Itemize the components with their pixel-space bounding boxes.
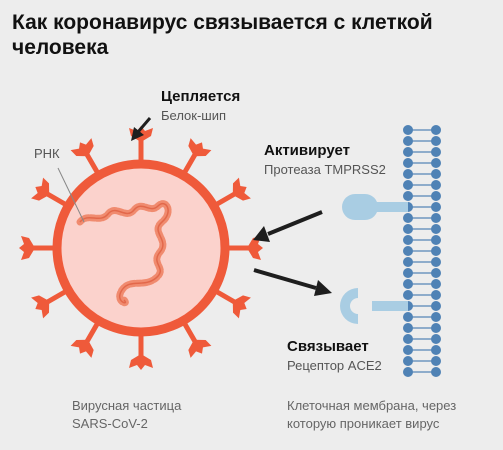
virus-particle — [19, 126, 263, 370]
spike-protein — [181, 138, 212, 175]
cell-membrane — [403, 125, 441, 377]
lipid-head — [403, 334, 413, 344]
activation-arrow — [253, 210, 323, 242]
spike-protein — [70, 138, 101, 175]
attaches-subtitle: Белок-шип — [161, 108, 227, 123]
spike-protein — [19, 236, 55, 260]
lipid-head — [431, 158, 441, 168]
membrane-caption: Клеточная мембрана, через которую проник… — [287, 397, 456, 433]
lipid-head — [431, 136, 441, 146]
spike-pointer-arrow — [131, 117, 152, 141]
rna-pointer-line — [57, 167, 85, 223]
binds-subtitle: Рецептор ACE2 — [287, 358, 382, 373]
virus-envelope — [52, 159, 230, 337]
lipid-head — [403, 246, 413, 256]
lipid-head — [431, 235, 441, 245]
lipid-head — [431, 345, 441, 355]
lipid-head — [431, 257, 441, 267]
spike-protein — [129, 126, 153, 162]
lipid-head — [403, 180, 413, 190]
lipid-head — [431, 191, 441, 201]
lipid-head — [431, 334, 441, 344]
lipid-head — [403, 191, 413, 201]
lipid-head — [403, 125, 413, 135]
page-title: Как коронавирус связывается с клеткой че… — [12, 11, 433, 59]
lipid-head — [403, 158, 413, 168]
attaches-title: Цепляется — [161, 88, 241, 105]
lipid-head — [403, 312, 413, 322]
ace2-receptor — [340, 288, 408, 324]
lipid-head — [403, 224, 413, 234]
lipid-head — [403, 268, 413, 278]
binds-title: Связывает — [287, 338, 369, 355]
lipid-head — [431, 213, 441, 223]
lipid-head — [431, 323, 441, 333]
lipid-head — [431, 301, 441, 311]
spike-protein — [70, 321, 101, 358]
lipid-head — [431, 356, 441, 366]
membrane-caption-line1: Клеточная мембрана, через — [287, 398, 457, 413]
spike-protein — [181, 321, 212, 358]
lipid-head — [403, 367, 413, 377]
spike-protein — [31, 288, 68, 319]
lipid-head — [431, 147, 441, 157]
spike-protein — [214, 177, 251, 208]
lipid-head — [431, 180, 441, 190]
spike-protein — [214, 288, 251, 319]
lipid-head — [431, 224, 441, 234]
lipid-head — [403, 213, 413, 223]
lipid-head — [403, 147, 413, 157]
rna-label: РНК — [34, 146, 60, 161]
lipid-head — [431, 367, 441, 377]
rna-strand-outline — [79, 202, 169, 304]
lipid-head — [403, 257, 413, 267]
lipid-head — [403, 345, 413, 355]
spike-protein — [227, 236, 263, 260]
activates-title: Активирует — [264, 142, 350, 159]
virus-caption-line1: Вирусная частица — [72, 398, 182, 413]
lipid-head — [431, 279, 441, 289]
lipid-head — [431, 312, 441, 322]
tmprss2-protease — [342, 194, 408, 220]
lipid-head — [431, 125, 441, 135]
lipid-head — [431, 202, 441, 212]
virus-caption-line2: SARS-CoV-2 — [72, 416, 148, 431]
lipid-head — [403, 323, 413, 333]
spike-protein — [129, 334, 153, 370]
lipid-head — [403, 235, 413, 245]
lipid-head — [431, 268, 441, 278]
binding-arrow — [253, 268, 332, 296]
lipid-head — [431, 246, 441, 256]
lipid-head — [403, 169, 413, 179]
lipid-head — [403, 136, 413, 146]
spike-protein — [31, 177, 68, 208]
lipid-head — [403, 290, 413, 300]
lipid-head — [431, 290, 441, 300]
lipid-head — [431, 169, 441, 179]
lipid-head — [403, 356, 413, 366]
virus-caption: Вирусная частица SARS-CoV-2 — [72, 397, 181, 433]
lipid-head — [403, 279, 413, 289]
membrane-caption-line2: которую проникает вирус — [287, 416, 440, 431]
activates-subtitle: Протеаза TMPRSS2 — [264, 162, 386, 177]
